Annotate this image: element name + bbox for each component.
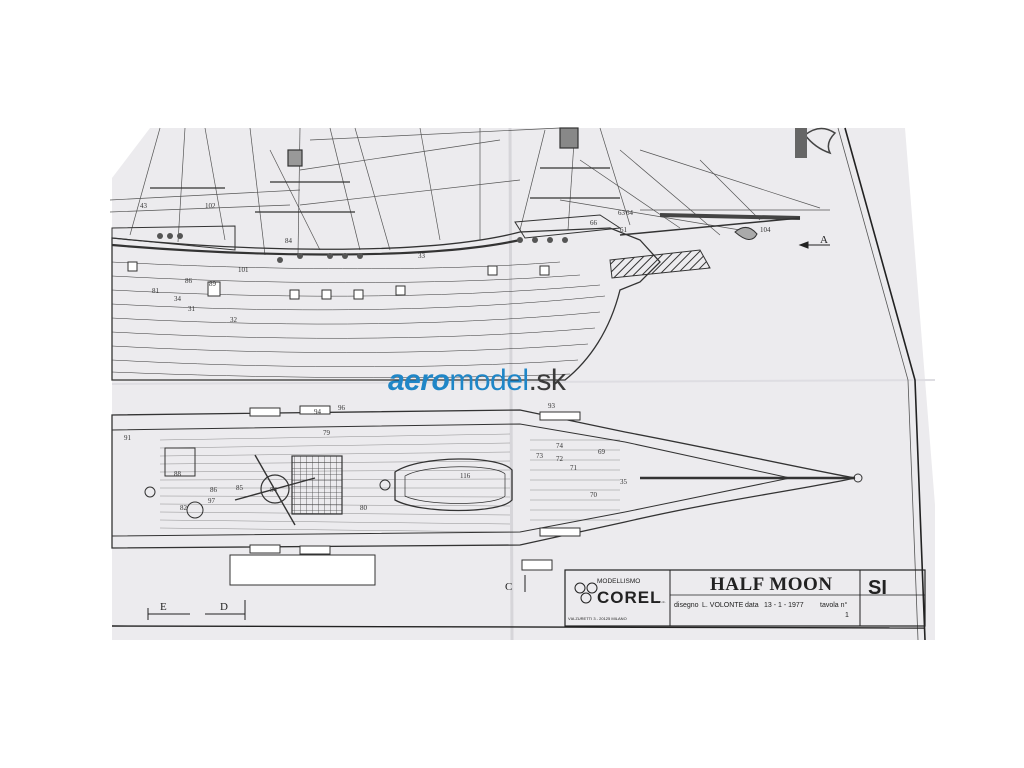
section-marker-d: D (220, 601, 228, 613)
part-number: 81 (152, 287, 160, 295)
sheet-number: 1 (845, 612, 849, 619)
deck-plan (111, 409, 863, 549)
belaying-pins (157, 233, 568, 263)
brand-address: VIA ZURETTI 3 - 20125 MILANO (568, 616, 627, 621)
part-number: 93 (548, 402, 556, 410)
part-number: 31 (188, 305, 196, 313)
title-block (564, 569, 926, 627)
part-number: 85 (236, 484, 244, 492)
date-value: 13 - 1 - 1977 (764, 602, 804, 609)
part-number: 64 (626, 209, 634, 217)
brand-line: MODELLISMO (597, 578, 640, 585)
sheet-border-right-inner (837, 127, 919, 641)
sheet-border-bottom (111, 625, 926, 629)
part-number: 104 (760, 226, 771, 234)
part-number: 71 (570, 464, 578, 472)
part-number: 32 (230, 316, 238, 324)
gun-ports (127, 261, 550, 300)
watermark: aeromodel.sk (388, 364, 566, 397)
designer-name: L. VOLONTE (702, 602, 744, 609)
masts (150, 127, 801, 220)
brand-name: COREL (597, 588, 662, 607)
part-number: 34 (174, 295, 182, 303)
deck-guns (229, 405, 581, 586)
part-number: 82 (180, 504, 188, 512)
designer-label: disegno (674, 602, 699, 609)
part-number: 43 (140, 202, 148, 210)
part-number: 72 (556, 455, 564, 463)
sheet-label: tavola n° (820, 601, 848, 609)
section-marker-a: A (820, 234, 828, 246)
section-markers (147, 241, 830, 620)
rigging (109, 127, 830, 256)
part-number: 86 (185, 277, 193, 285)
brand-suffix: s.n.c. (656, 599, 666, 604)
plan-title: HALF MOON (710, 574, 833, 595)
hull-side-view (111, 214, 801, 381)
part-number: 102 (205, 202, 216, 210)
part-number: 35 (620, 478, 628, 486)
figurehead (734, 227, 758, 240)
ship-emblem (803, 127, 837, 155)
section-marker-c: C (505, 581, 512, 593)
paper-fold-horizontal (111, 379, 936, 385)
part-number: 79 (323, 429, 331, 437)
flag (795, 128, 807, 158)
part-number: 97 (208, 497, 216, 505)
sheet-border-right (844, 127, 926, 641)
paper-fold-vertical (508, 127, 514, 641)
part-number: 63 (618, 209, 626, 217)
part-number: 101 (238, 266, 249, 274)
part-number: 86 (210, 486, 218, 494)
part-number: 70 (590, 491, 598, 499)
part-number: 116 (460, 472, 471, 480)
part-number: 94 (314, 408, 322, 416)
part-number: 89 (209, 280, 217, 288)
date-label: data (745, 602, 759, 609)
title-block-edge-text: SI (868, 577, 887, 599)
part-number: 66 (590, 219, 598, 227)
part-number: 61 (620, 226, 628, 234)
part-number: 74 (556, 442, 564, 450)
watermark-part-model: model (449, 364, 529, 397)
watermark-part-sk: .sk (528, 364, 566, 397)
part-number: 88 (174, 470, 182, 478)
part-number: 69 (598, 448, 606, 456)
part-number: 96 (338, 404, 346, 412)
section-marker-e: E (160, 601, 167, 613)
part-number: 33 (418, 252, 426, 260)
watermark-part-aero: aero (388, 364, 450, 397)
part-number: 84 (270, 486, 278, 494)
part-number: 91 (124, 434, 132, 442)
part-number: 80 (360, 504, 368, 512)
part-number: 73 (536, 452, 544, 460)
part-number: 84 (285, 237, 293, 245)
